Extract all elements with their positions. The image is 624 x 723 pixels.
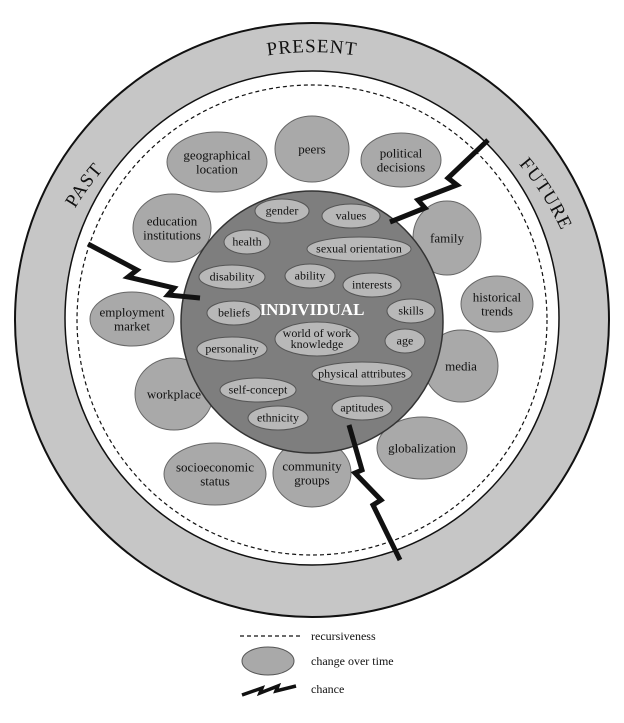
globalization-ellipse [376,416,468,480]
ethnicity-ellipse [247,405,309,431]
disability-ellipse [198,264,266,290]
gender-label: gender [266,204,299,218]
political-decisions-ellipse [360,132,442,188]
sexual-orientation-label: sexual orientation [316,242,402,256]
health-label: health [232,235,261,249]
age-ellipse [384,328,426,354]
physical-attributes-ellipse [311,361,413,387]
legend-recursiveness-label: recursiveness [311,629,376,643]
peers-label: peers [298,142,325,157]
ability-label: ability [295,269,326,283]
ability-ellipse [284,263,336,289]
chance-bolt-past [86,241,201,301]
interests-ellipse [342,272,402,298]
employment-market-ellipse [89,291,175,347]
age-label: age [397,334,414,348]
beliefs-ellipse [206,300,262,326]
legend-change-label: change over time [311,654,394,668]
chance-bolt-present [346,424,403,562]
ethnicity-label: ethnicity [257,411,299,425]
core-label: INDIVIDUAL [260,300,365,319]
personality-label: personality [205,342,258,356]
skills-ellipse [386,298,436,324]
peers-ellipse [274,115,350,183]
media-label: media [445,359,477,374]
socioeconomic-status-ellipse [163,442,267,506]
aptitudes-label: aptitudes [340,401,384,415]
physical-attributes-label: physical attributes [318,367,406,381]
geographical-location-ellipse [166,131,268,193]
disability-label: disability [210,270,255,284]
workplace-label: workplace [147,387,201,402]
skills-label: skills [398,304,424,318]
legend-chance-label: chance [311,682,344,696]
aptitudes-ellipse [331,395,393,421]
historical-trends-ellipse [460,275,534,333]
values-label: values [336,209,367,223]
individual-factors: gender values health sexual orientation disa… [196,198,436,431]
present-label: PRESENT [265,36,358,60]
education-institutions-ellipse [132,193,212,263]
self-concept-label: self-concept [229,383,288,397]
sexual-orientation-ellipse [306,236,412,262]
chance-bolt-future [389,138,490,225]
family-label: family [430,231,464,246]
legend-change-ellipse [241,646,295,676]
legend-chance-bolt [241,682,297,697]
values-ellipse [321,203,381,229]
gender-ellipse [254,198,310,224]
beliefs-label: beliefs [218,306,250,320]
recursiveness-boundary [76,84,548,556]
health-ellipse [223,229,271,255]
world-of-work-knowledge-ellipse [274,321,360,357]
interests-label: interests [352,278,392,292]
globalization-label: globalization [388,441,456,456]
personality-ellipse [196,336,268,362]
self-concept-ellipse [219,377,297,403]
